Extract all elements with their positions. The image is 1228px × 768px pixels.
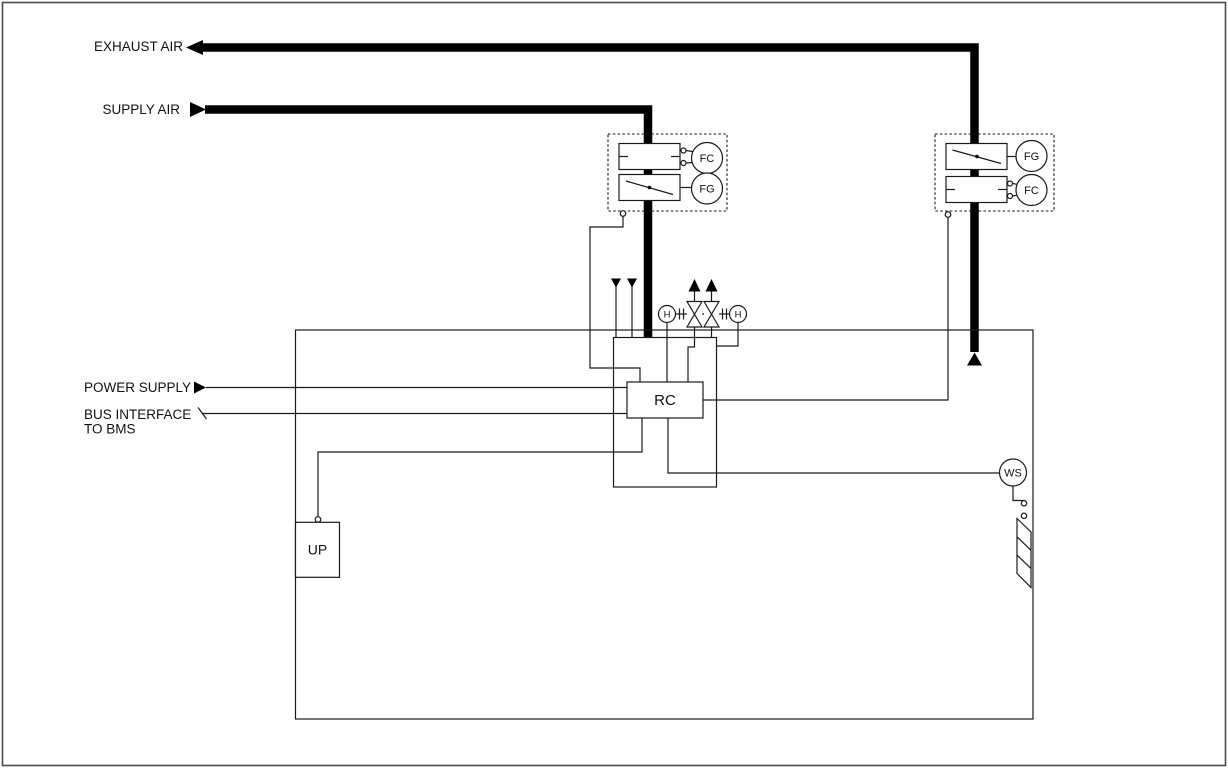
supply-duct: [205, 105, 653, 338]
damper-pivot-dot: [975, 154, 979, 159]
supply-air-label: SUPPLY AIR: [102, 102, 180, 117]
exhaust-air-arrowhead-icon: [186, 40, 203, 55]
duct-sensors-group: [611, 278, 637, 338]
exhaust-duct: [203, 43, 979, 352]
supply-damper-unit: FC FG: [589, 133, 728, 382]
window-contact-upper-circle: [1020, 499, 1028, 507]
fc-label: FC: [1024, 185, 1039, 197]
terminal-circle: [1006, 180, 1014, 187]
up-wire: [317, 418, 643, 517]
exhaust-air-duct-group: EXHAUST AIR: [94, 39, 982, 366]
exhaust-unit-box: [934, 133, 1055, 212]
window-symbol: [1016, 517, 1032, 589]
sensor-link-line: [685, 161, 693, 164]
supply-unit-box: [607, 133, 728, 212]
connection-port-circle: [619, 210, 627, 217]
damper-pivot-dot: [647, 185, 652, 190]
fg-label: FG: [699, 184, 714, 196]
to-bms-label: TO BMS: [84, 422, 136, 437]
valve-1-flow-arrow-icon: [688, 279, 701, 292]
fg-actuator-circle: [690, 172, 724, 205]
valve-2-flow-arrow-icon: [705, 279, 718, 292]
up-label: UP: [308, 542, 327, 558]
hand-override-label: H: [664, 310, 671, 321]
terminal-circle: [680, 159, 687, 167]
hand-override-label: H: [735, 310, 742, 321]
connection-port-circle: [944, 211, 952, 218]
sensor-link-line: [685, 149, 693, 153]
rc-box: [626, 381, 704, 419]
power-supply-arrowhead-icon: [194, 381, 206, 394]
exhaust-flow-sensor: [945, 175, 1008, 204]
supply-flow-sensor: [618, 142, 681, 171]
window-pane-line: [1016, 554, 1032, 570]
window-contact-lower-circle: [1020, 512, 1028, 520]
exhaust-intake-arrow-icon: [967, 352, 982, 366]
terminal-circle: [680, 147, 687, 154]
fg-actuator-circle: [1015, 139, 1048, 173]
fc-label: FC: [700, 153, 715, 165]
window-pane-line: [1016, 536, 1032, 551]
bus-interface-slash-icon: [197, 407, 207, 420]
ws-label: WS: [1004, 468, 1022, 480]
up-box: [294, 521, 341, 578]
valve-2-body: [702, 300, 721, 328]
ws-wire: [667, 418, 1000, 474]
valve-1-body: [685, 300, 704, 328]
controller-enclosure: [612, 336, 718, 488]
supply-air-duct-group: SUPPLY AIR: [102, 102, 653, 338]
duct-sensor-icon: [627, 278, 637, 288]
exhaust-damper-unit: FG FC: [703, 133, 1055, 401]
fg-label: FG: [1024, 151, 1039, 163]
fc-controller-circle: [1015, 173, 1048, 207]
controller-group: RC: [194, 336, 718, 488]
rc-label: RC: [654, 392, 676, 409]
window-sensor-group: WS: [667, 418, 1032, 589]
window-contact-wire: [1012, 486, 1025, 502]
valve-assembly: H H: [657, 279, 748, 382]
power-supply-label: POWER SUPPLY: [84, 380, 191, 395]
exhaust-unit-control-wire: [703, 217, 949, 401]
duct-sensor-icon: [611, 278, 621, 288]
exhaust-air-label: EXHAUST AIR: [94, 39, 183, 54]
room-panel-group: UP: [294, 418, 643, 578]
bus-interface-label: BUS INTERFACE: [84, 407, 191, 422]
terminal-circle: [1006, 192, 1014, 200]
supply-air-arrowhead-icon: [190, 102, 206, 117]
up-connection-circle: [314, 516, 322, 523]
supply-unit-control-wire: [589, 216, 641, 382]
hand-override-right-wire: [717, 322, 739, 347]
valve-1-control-wire: [687, 327, 696, 382]
